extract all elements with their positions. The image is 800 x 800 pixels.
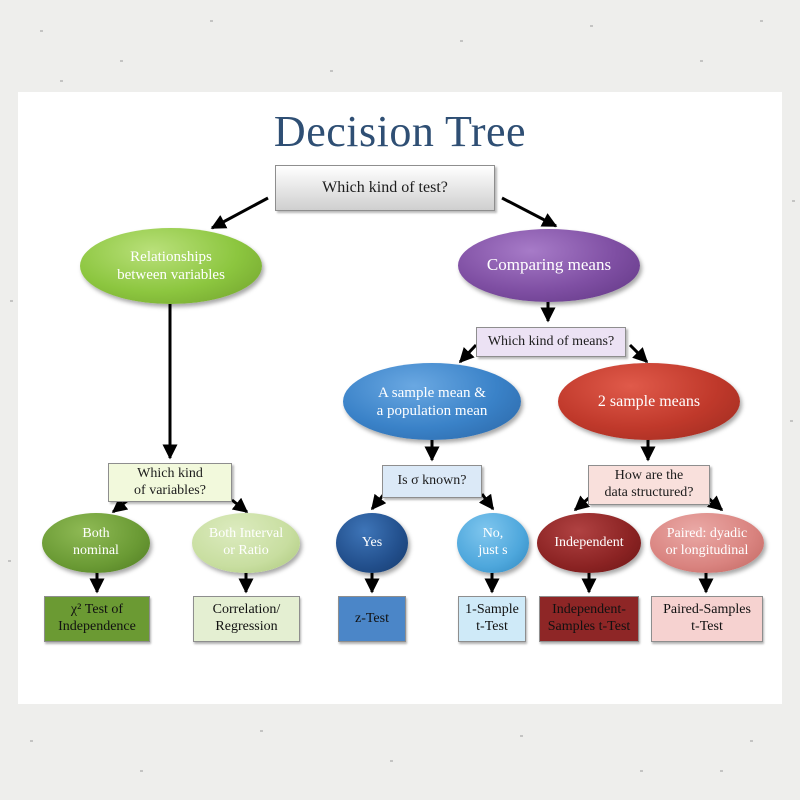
z-test-box: z-Test (338, 596, 406, 642)
background-speck (750, 740, 753, 742)
both-nominal-label: Both nominal (73, 526, 119, 558)
sigma-question-label: Is σ known? (397, 473, 467, 489)
means-question-box: Which kind of means? (476, 327, 626, 357)
comparing-means-oval: Comparing means (458, 229, 640, 302)
yes-oval: Yes (336, 513, 408, 573)
one-sample-t-test-label: 1-Sample t-Test (465, 602, 519, 634)
background-speck (210, 20, 213, 22)
background-speck (590, 25, 593, 27)
background-speck (390, 760, 393, 762)
independent-t-test-box: Independent- Samples t-Test (539, 596, 639, 642)
one-sample-oval: A sample mean & a population mean (343, 363, 521, 440)
background-speck (700, 60, 703, 62)
independent-t-test-label: Independent- Samples t-Test (547, 602, 631, 634)
background-speck (30, 740, 33, 742)
sigma-question-box: Is σ known? (382, 465, 482, 498)
root-question-box: Which kind of test? (275, 165, 495, 211)
paired-label: Paired: dyadic or longitudinal (665, 526, 749, 558)
background-speck (460, 40, 463, 42)
independent-oval: Independent (537, 513, 641, 573)
relationships-oval: Relationships between variables (80, 228, 262, 304)
background-speck (720, 770, 723, 772)
one-sample-label: A sample mean & a population mean (376, 384, 488, 419)
variables-question-box: Which kind of variables? (108, 463, 232, 502)
background-speck (140, 770, 143, 772)
chi-square-test-text: Test of Independence (58, 602, 136, 634)
background-speck (8, 560, 11, 562)
chi-square-test-label: χ² Test of Independence (58, 602, 136, 636)
independent-label: Independent (554, 534, 624, 550)
page-title: Decision Tree (273, 107, 527, 156)
root-question-label: Which kind of test? (322, 179, 448, 197)
paired-t-test-label: Paired-Samples t-Test (663, 602, 751, 634)
background-speck (60, 80, 63, 82)
background-speck (790, 420, 793, 422)
correlation-test-box: Correlation/ Regression (193, 596, 300, 642)
interval-ratio-label: Both Interval or Ratio (208, 526, 284, 558)
background-speck (120, 60, 123, 62)
means-question-label: Which kind of means? (487, 333, 615, 349)
no-oval: No, just s (457, 513, 529, 573)
z-test-label: z-Test (354, 610, 389, 626)
background-speck (40, 30, 43, 32)
variables-question-label: Which kind of variables? (134, 465, 206, 498)
comparing-means-label: Comparing means (486, 255, 612, 275)
paired-oval: Paired: dyadic or longitudinal (650, 513, 764, 573)
background-speck (260, 730, 263, 732)
paired-t-test-box: Paired-Samples t-Test (651, 596, 763, 642)
background-speck (10, 300, 13, 302)
background-speck (520, 735, 523, 737)
structure-question-label: How are the data structured? (604, 468, 694, 500)
background-speck (330, 70, 333, 72)
no-label: No, just s (478, 526, 508, 558)
two-sample-oval: 2 sample means (558, 363, 740, 440)
background-speck (792, 200, 795, 202)
interval-ratio-oval: Both Interval or Ratio (192, 513, 300, 573)
background-speck (640, 770, 643, 772)
structure-question-box: How are the data structured? (588, 465, 710, 505)
relationships-label: Relationships between variables (117, 249, 225, 283)
chi-square-test-box: χ² Test of Independence (44, 596, 150, 642)
two-sample-label: 2 sample means (597, 392, 701, 410)
yes-label: Yes (361, 534, 383, 550)
chi-square-symbol: χ² (70, 602, 82, 618)
both-nominal-oval: Both nominal (42, 513, 150, 573)
one-sample-t-test-box: 1-Sample t-Test (458, 596, 526, 642)
correlation-test-label: Correlation/ Regression (212, 602, 281, 634)
background-speck (760, 20, 763, 22)
